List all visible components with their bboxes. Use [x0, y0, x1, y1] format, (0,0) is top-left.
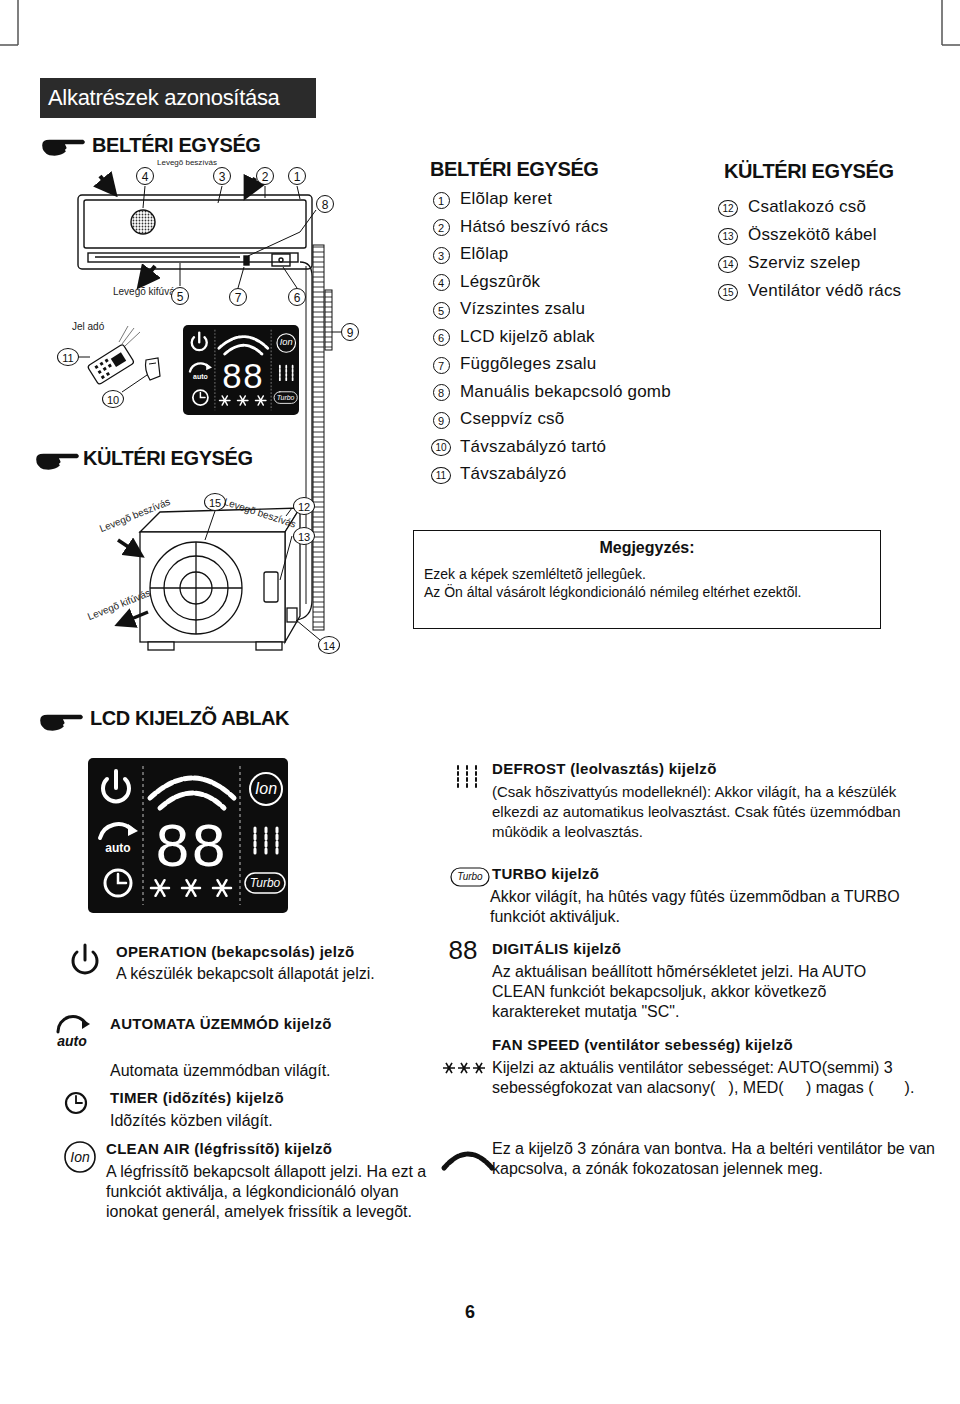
lcd-text: Ion — [280, 338, 293, 347]
section-heading: KÜLTÉRI EGYSÉG — [724, 160, 894, 183]
lcd-text: Turbo — [277, 394, 295, 401]
indicator-description: A légfrissítõ bekapcsolt állapott jelzi.… — [106, 1162, 451, 1222]
indicator-heading: OPERATION (bekapcsolás) jelzõ — [116, 943, 354, 960]
section-heading: BELTÉRI EGYSÉG — [92, 134, 261, 157]
callout-number: 4 — [136, 167, 154, 185]
callout-number: 2 — [256, 167, 274, 185]
part-name: LCD kijelzõ ablak — [460, 327, 595, 347]
section-heading: 6 — [465, 1302, 475, 1323]
callout-number: 9 — [341, 323, 359, 341]
section-heading: KÜLTÉRI EGYSÉG — [83, 447, 253, 470]
indicator-heading: DEFROST (leolvasztás) kijelzõ — [492, 760, 717, 777]
list-number: 6 — [433, 329, 450, 346]
fan-icon — [473, 1063, 485, 1073]
list-number: 3 — [433, 247, 450, 264]
indicator-description: Idõzítés közben világít. — [110, 1111, 430, 1131]
list-number: 1 — [433, 192, 450, 209]
part-name: Elõlap keret — [460, 189, 552, 209]
callout-number: 11 — [57, 348, 79, 366]
note-heading: Megjegyzés: — [424, 539, 870, 557]
air-flow-label: Levegõ kifúvás — [113, 286, 180, 298]
callout-number: 14 — [318, 636, 340, 654]
air-flow-label: Jel adó — [72, 321, 104, 333]
list-number: 4 — [433, 274, 450, 291]
callout-number: 15 — [204, 493, 226, 511]
list-number: 8 — [433, 384, 450, 401]
indicator-description: Kijelzi az aktuális ventilátor sebessége… — [492, 1058, 947, 1098]
lcd-panel: Ion auto 88Turbo — [88, 758, 288, 913]
indicator-heading: TURBO kijelzõ — [492, 865, 599, 882]
list-number: 7 — [433, 357, 450, 374]
lcd-text: 88 — [156, 816, 229, 876]
callout-number: 10 — [102, 390, 124, 408]
part-name: Távszabályzó — [460, 464, 566, 484]
indicator-description: Az aktuálisan beállított hõmérsékletet j… — [492, 962, 872, 1022]
callout-number: 8 — [316, 195, 334, 213]
fan-icon — [458, 1063, 470, 1073]
list-number: 2 — [433, 219, 450, 236]
lcd-text: auto — [105, 842, 130, 854]
lcd-panel: Ion auto 88Turbo — [183, 325, 299, 415]
part-name: Összekötõ kábel — [748, 225, 877, 245]
list-number: 12 — [718, 200, 738, 217]
list-number: 13 — [718, 228, 738, 245]
air-flow-label: Levegõ beszívás — [157, 158, 217, 167]
indicator-description: Automata üzemmódban világít. — [110, 1061, 430, 1081]
list-number: 14 — [718, 256, 738, 273]
list-number: 10 — [431, 439, 451, 456]
part-name: Ventilátor védõ rács — [748, 281, 901, 301]
icon-text: Turbo — [457, 871, 482, 883]
fan-icon — [443, 1063, 455, 1073]
note-text: Ezek a képek szemléltetõ jellegûek. — [424, 565, 870, 583]
callout-number: 12 — [293, 497, 315, 515]
icon-text: Ion — [70, 1149, 89, 1165]
lcd-text: Turbo — [250, 877, 280, 889]
list-number: 5 — [433, 302, 450, 319]
part-name: Hátsó beszívó rács — [460, 217, 608, 237]
list-number: 15 — [718, 284, 738, 301]
part-name: Vízszintes zsalu — [460, 299, 585, 319]
lcd-text: Ion — [255, 781, 277, 797]
page-title: Alkatrészek azonosítása — [48, 85, 280, 111]
part-name: Elõlap — [460, 244, 508, 264]
indicator-heading: AUTOMATA ÜZEMMÓD kijelzõ — [110, 1015, 332, 1032]
part-name: Szerviz szelep — [748, 253, 860, 273]
lcd-text: 88 — [222, 359, 264, 394]
section-heading: LCD KIJELZÕ ABLAK — [90, 707, 289, 730]
part-name: Függõleges zsalu — [460, 354, 596, 374]
part-name: Légszûrõk — [460, 272, 540, 292]
callout-number: 1 — [288, 167, 306, 185]
indicator-description: (Csak hõszivattyús modelleknél): Akkor v… — [492, 782, 922, 842]
callout-number: 7 — [229, 288, 247, 306]
icon-text: 88 — [449, 936, 478, 966]
callout-number: 13 — [293, 527, 315, 545]
list-number: 9 — [433, 412, 450, 429]
part-name: Manuális bekapcsoló gomb — [460, 382, 671, 402]
callout-number: 6 — [288, 288, 306, 306]
part-name: Cseppvíz csõ — [460, 409, 564, 429]
callout-number: 3 — [213, 167, 231, 185]
list-number: 11 — [431, 467, 451, 484]
indicator-description: A készülék bekapcsolt állapotát jelzi. — [116, 964, 391, 984]
note-box: Megjegyzés: Ezek a képek szemléltetõ jell… — [413, 530, 881, 629]
part-name: Csatlakozó csõ — [748, 197, 866, 217]
indicator-heading: TIMER (idõzítés) kijelzõ — [110, 1089, 284, 1106]
indicator-heading: DIGITÁLIS kijelzõ — [492, 940, 621, 957]
section-heading: BELTÉRI EGYSÉG — [430, 158, 599, 181]
lcd-text: auto — [193, 374, 208, 381]
indicator-description: Ez a kijelzõ 3 zónára van bontva. Ha a b… — [492, 1139, 954, 1179]
icon-text: auto — [57, 1033, 87, 1049]
indicator-heading: CLEAN AIR (légfrissítõ) kijelzõ — [106, 1140, 332, 1157]
indicator-heading: FAN SPEED (ventilátor sebesség) kijelzõ — [492, 1036, 793, 1053]
callout-number: 5 — [171, 287, 189, 305]
title-band — [40, 78, 316, 118]
indicator-description: Akkor világít, ha hûtés vagy fûtés üzemm… — [490, 887, 930, 927]
note-text: Az Ön által vásárolt légkondicionáló ném… — [424, 583, 870, 601]
part-name: Távszabályzó tartó — [460, 437, 606, 457]
